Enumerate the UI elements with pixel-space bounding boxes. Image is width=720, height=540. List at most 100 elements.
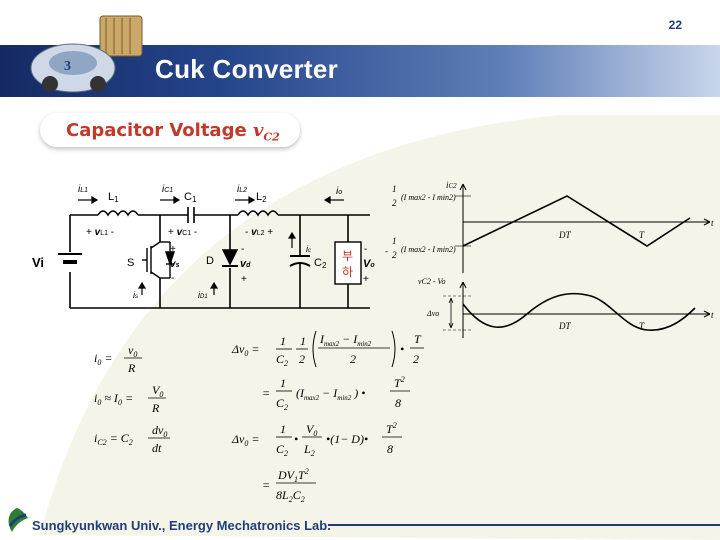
- label-io: io: [336, 186, 342, 197]
- label-vo-plus: +: [363, 274, 369, 285]
- label-vs-plus: +: [170, 244, 176, 255]
- label-ic1: iC1: [162, 184, 173, 195]
- svg-text:=: =: [262, 478, 270, 492]
- background-arc: [40, 115, 720, 540]
- svg-text:8: 8: [395, 396, 401, 410]
- bottom-delta-label: Δvo: [426, 309, 439, 318]
- svg-text:8: 8: [387, 442, 393, 456]
- diode-symbol: [221, 249, 239, 267]
- svg-text:•: •: [294, 432, 298, 446]
- concept-car-icon: 3: [30, 43, 116, 93]
- vehicle-logo-image: 3: [30, 15, 143, 93]
- eq3-num: dv0: [152, 423, 167, 439]
- top-upper-label: (I max2 - I min2): [401, 193, 456, 202]
- label-l1: L1: [108, 191, 119, 204]
- section-variable: vC2: [252, 120, 280, 144]
- svg-text:•: •: [400, 342, 404, 356]
- svg-text:•(1− D)•: •(1− D)•: [326, 432, 368, 446]
- label-l2: L2: [256, 191, 267, 204]
- top-dt-label: DT: [558, 230, 571, 240]
- eq4-lhs: Δv0 =: [231, 342, 259, 358]
- inductor-l2-symbol: [237, 210, 279, 217]
- top-lower-label: (I max2 - I min2): [401, 245, 456, 254]
- svg-text:C2: C2: [276, 352, 288, 368]
- top-ylabel: iC2: [446, 180, 457, 190]
- label-c1: C1: [184, 191, 197, 204]
- load-box: [334, 241, 362, 285]
- bottom-ylabel: vC2 - Vo: [418, 277, 446, 286]
- svg-text:2: 2: [299, 352, 305, 366]
- mosfet-switch-symbol: [142, 241, 175, 279]
- label-il2: iL2: [237, 184, 247, 195]
- page-title: Cuk Converter: [155, 54, 339, 84]
- capacitor-c2-symbol: [289, 255, 311, 267]
- label-load-2: 하: [342, 265, 353, 279]
- label-il1: iL1: [78, 184, 88, 195]
- university-logo-icon: [8, 508, 28, 532]
- top-T-label: T: [639, 230, 645, 240]
- waveform-plots: iC2 1 2 (I max2 - I min2) - 1 2 (I max2 …: [385, 180, 714, 338]
- label-vo-minus: -: [364, 244, 367, 255]
- top-half-num: 1: [392, 184, 397, 194]
- svg-text:3: 3: [64, 59, 71, 74]
- eq3-left: iC2 = C2: [94, 431, 133, 447]
- svg-text:2: 2: [413, 352, 419, 366]
- svg-text:C2: C2: [276, 442, 288, 458]
- svg-text:V0: V0: [306, 422, 317, 438]
- cuk-circuit-diagram: Vi iL1 L1 iC1 C1 iL2 L2 io + vL1 - + vC1…: [32, 184, 375, 309]
- eq7-den: 8L2C2: [276, 488, 305, 504]
- eq2-left: i0 ≈ I0 =: [94, 391, 133, 407]
- voltage-source-symbol: [58, 253, 82, 264]
- label-vc1: + vC1 -: [168, 227, 197, 238]
- label-load-1: 부: [342, 249, 353, 263]
- eq2-num: V0: [152, 383, 163, 399]
- top-half-den: 2: [392, 198, 397, 208]
- label-vs: vs: [170, 259, 180, 270]
- svg-text:T: T: [414, 332, 422, 346]
- top-minus-sign: -: [385, 246, 388, 256]
- svg-text:1: 1: [300, 334, 306, 348]
- label-c2: C2: [314, 257, 327, 270]
- svg-text:T2: T2: [394, 375, 405, 390]
- svg-text:1: 1: [280, 376, 286, 390]
- svg-text:2: 2: [350, 352, 356, 366]
- svg-text:T2: T2: [386, 421, 397, 436]
- footer-lab-name: Sungkyunkwan Univ., Energy Mechatronics …: [32, 518, 331, 533]
- label-vl1: + vL1 -: [86, 227, 114, 238]
- slide-number: 22: [668, 18, 682, 32]
- section-title: Capacitor Voltage vC2: [66, 120, 280, 144]
- right-equations: Δv0 = 1C2 12 Imax2 − Imin2 2 • T2 = 1C2 …: [231, 330, 424, 504]
- top-half-den-2: 2: [392, 250, 397, 260]
- svg-text:Imax2 − Imin2: Imax2 − Imin2: [319, 332, 372, 348]
- label-id1: iD1: [198, 290, 208, 300]
- label-ic: ic: [306, 244, 311, 254]
- top-t-label: t: [711, 218, 714, 228]
- footer-rule: [328, 524, 720, 526]
- label-vs-minus: -: [171, 273, 174, 284]
- label-vd-plus: +: [241, 274, 247, 285]
- inductor-l1-symbol: [97, 210, 139, 217]
- eq7-num: DV1T2: [277, 467, 309, 484]
- label-vi: Vi: [32, 255, 44, 270]
- eq6-lhs: Δv0 =: [231, 432, 259, 448]
- eq1-i0: i0 =: [94, 351, 112, 367]
- bottom-dt-label: DT: [558, 321, 571, 331]
- eq2-den: R: [151, 401, 160, 415]
- vc2-waveform: [443, 281, 711, 338]
- label-vd-minus: -: [241, 244, 244, 255]
- left-equations: i0 = v0 R i0 ≈ I0 = V0 R iC2 = C2 dv0 dt: [94, 343, 170, 455]
- label-switch: S: [127, 257, 134, 269]
- label-vo: Vo: [363, 258, 375, 270]
- label-is: is: [133, 290, 138, 300]
- eq1-den: R: [127, 361, 136, 375]
- eq1-num: v0: [128, 343, 137, 359]
- ic2-waveform: [455, 183, 711, 273]
- svg-text:1: 1: [280, 334, 286, 348]
- bottom-T-label: T: [639, 321, 645, 331]
- svg-text:1: 1: [280, 422, 286, 436]
- eq5-mid: (Imax2 − Imin2 ) •: [296, 386, 365, 402]
- battery-pack-icon: [99, 15, 143, 57]
- top-half-num-2: 1: [392, 236, 397, 246]
- slide-header: 3 22 Cuk Converter: [0, 0, 720, 98]
- svg-text:=: =: [262, 386, 270, 400]
